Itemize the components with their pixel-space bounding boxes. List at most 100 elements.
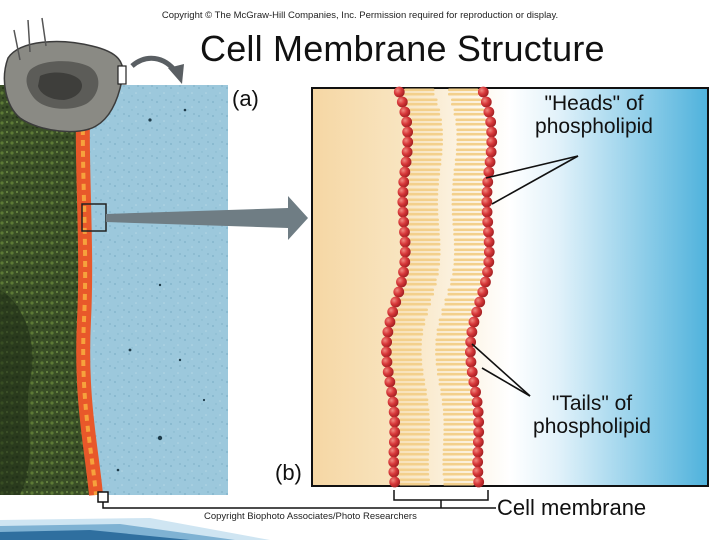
membrane-bracket <box>97 490 496 509</box>
phospholipid-head <box>387 396 399 408</box>
tails-label: "Tails" of phospholipid <box>533 392 651 438</box>
phospholipid-head <box>386 386 397 398</box>
phospholipid-head <box>400 156 412 168</box>
phospholipid-head <box>483 236 495 248</box>
micrograph-panel <box>0 84 228 496</box>
phospholipid-head <box>389 426 401 438</box>
phospholipid-head <box>396 276 407 288</box>
phospholipid-head <box>388 466 400 478</box>
phospholipid-head <box>473 476 485 488</box>
bilayer-frame <box>311 87 709 487</box>
phospholipid-head <box>465 356 477 368</box>
slide-decoration <box>0 518 270 540</box>
phospholipid-head <box>472 456 484 468</box>
phospholipid-head <box>388 446 400 458</box>
phospholipid-head <box>389 476 401 488</box>
phospholipid-head <box>398 266 409 278</box>
phospholipid-head <box>401 116 413 128</box>
phospholipid-head <box>402 126 414 138</box>
phospholipid-head <box>401 146 413 158</box>
cell-illustration <box>3 17 127 133</box>
phospholipid-head <box>466 366 478 378</box>
phospholipid-head <box>382 366 394 378</box>
phospholipid-head <box>398 176 410 188</box>
tails-pointer-lines <box>471 343 531 397</box>
phospholipid-head <box>381 336 393 348</box>
phospholipid-head <box>468 316 480 328</box>
phospholipid-head <box>481 196 493 208</box>
phospholipid-head <box>399 256 411 268</box>
phospholipid-head <box>482 216 494 228</box>
panel-b-label: (b) <box>275 460 302 485</box>
phospholipid-head <box>402 136 414 148</box>
phospholipid-head <box>397 206 409 218</box>
phospholipid-head <box>481 186 493 198</box>
slide-title: Cell Membrane Structure <box>200 28 605 69</box>
copyright-notice-top: Copyright © The McGraw-Hill Companies, I… <box>161 10 559 21</box>
phospholipid-head <box>480 96 492 108</box>
phospholipid-head <box>388 406 400 418</box>
curved-arrow <box>130 55 178 74</box>
phospholipid-head <box>471 306 483 318</box>
cell-membrane-label: Cell membrane <box>497 495 647 520</box>
phospholipid-head <box>468 376 480 388</box>
phospholipid-head <box>397 186 409 198</box>
phospholipid-head <box>483 226 494 238</box>
phospholipid-head <box>480 276 491 288</box>
phospholipid-head <box>384 316 396 328</box>
micrograph-dark-region <box>0 290 33 495</box>
heads-label: "Heads" of phospholipid <box>535 92 653 138</box>
phospholipid-head <box>486 136 498 148</box>
phospholipid-head <box>382 326 394 338</box>
panel-a-label: (a) <box>232 86 259 111</box>
copyright-notice-bottom: Copyright Biophoto Associates/Photo Rese… <box>204 511 417 522</box>
phospholipid-head <box>481 206 493 218</box>
phospholipid-head <box>472 466 484 478</box>
phospholipid-head <box>474 296 486 308</box>
phospholipid-head <box>484 156 496 168</box>
phospholipid-head <box>471 396 483 408</box>
phospholipid-head <box>472 446 484 458</box>
phospholipid-head <box>381 356 393 368</box>
bilayer-panel <box>311 86 709 488</box>
phospholipid-head <box>472 406 484 418</box>
phospholipid-head <box>472 436 484 448</box>
phospholipid-head <box>477 86 489 98</box>
phospholipid-head <box>483 256 495 268</box>
phospholipid-head <box>393 86 405 98</box>
phospholipid-head <box>399 106 411 118</box>
phospholipid-head <box>483 166 495 178</box>
phospholipid-head <box>390 296 402 308</box>
phospholipid-head <box>473 416 485 428</box>
phospholipid-head <box>388 436 400 448</box>
phospholipid-head <box>482 176 494 188</box>
phospholipid-head <box>466 326 478 338</box>
phospholipid-head <box>399 226 410 238</box>
phospholipid-head <box>399 236 411 248</box>
phospholipid-head <box>396 96 408 108</box>
phospholipid-head <box>398 216 410 228</box>
phospholipid-head <box>389 416 401 428</box>
phospholipid-head <box>482 266 493 278</box>
phospholipid-head <box>399 166 411 178</box>
curved-arrow-head <box>168 64 184 84</box>
phospholipid-head <box>485 116 497 128</box>
phospholipid-head <box>486 126 498 138</box>
phospholipid-head <box>388 456 400 468</box>
phospholipid-head <box>397 196 409 208</box>
magnify-arrow <box>106 196 308 240</box>
phospholipid-head <box>483 246 495 258</box>
phospholipid-head <box>473 426 485 438</box>
phospholipid-bilayer <box>380 86 498 488</box>
phospholipid-head <box>477 286 489 298</box>
phospholipid-head <box>470 386 481 398</box>
phospholipid-head <box>393 286 405 298</box>
phospholipid-head <box>387 306 399 318</box>
phospholipid-head <box>483 106 495 118</box>
phospholipid-head <box>464 346 476 358</box>
phospholipid-head <box>384 376 396 388</box>
phospholipid-head <box>485 146 497 158</box>
micrograph-membrane-highlight <box>80 84 98 496</box>
phospholipid-head <box>399 246 411 258</box>
